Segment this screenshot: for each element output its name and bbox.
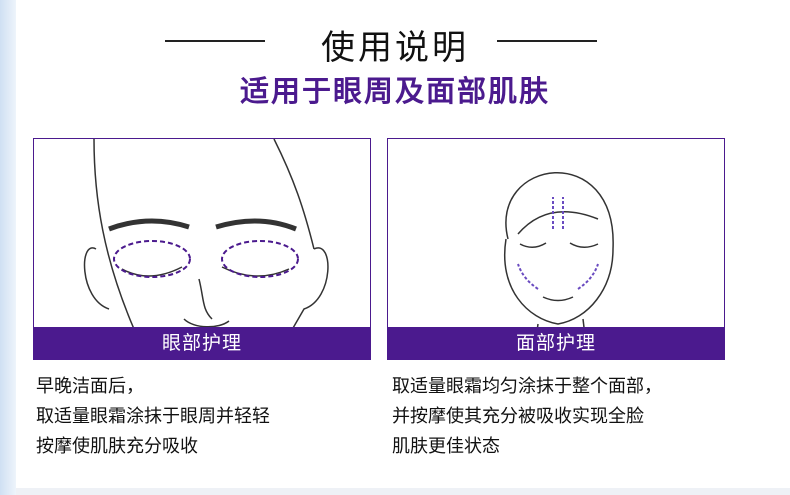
instruction-line: 取适量眼霜涂抹于眼周并轻轻 xyxy=(36,406,270,427)
page-subtitle: 适用于眼周及面部肌肤 xyxy=(239,74,550,108)
face-care-panel: 面部护理 xyxy=(387,138,725,360)
eye-illustration xyxy=(83,139,329,359)
instruction-line: 并按摩使其充分被吸收实现全脸 xyxy=(392,406,644,427)
bottom-divider xyxy=(16,488,790,495)
title-rule-right xyxy=(497,40,597,42)
instruction-line: 肌肤更佳状态 xyxy=(392,436,500,457)
instruction-line: 按摩使肌肤充分吸收 xyxy=(36,436,198,457)
title-rule-left xyxy=(165,40,265,42)
left-edge-decoration xyxy=(0,0,16,495)
eye-care-instructions: 早晚洁面后， 取适量眼霜涂抹于眼周并轻轻 按摩使肌肤充分吸收 xyxy=(36,372,270,462)
page-title: 使用说明 xyxy=(321,28,469,68)
face-care-caption: 面部护理 xyxy=(388,327,724,359)
face-care-instructions: 取适量眼霜均匀涂抹于整个面部， 并按摩使其充分被吸收实现全脸 肌肤更佳状态 xyxy=(392,372,662,462)
eye-care-caption: 眼部护理 xyxy=(34,327,370,359)
instruction-line: 取适量眼霜均匀涂抹于整个面部， xyxy=(392,376,662,397)
instruction-line: 早晚洁面后， xyxy=(36,376,144,397)
eye-care-panel: 眼部护理 xyxy=(33,138,371,360)
